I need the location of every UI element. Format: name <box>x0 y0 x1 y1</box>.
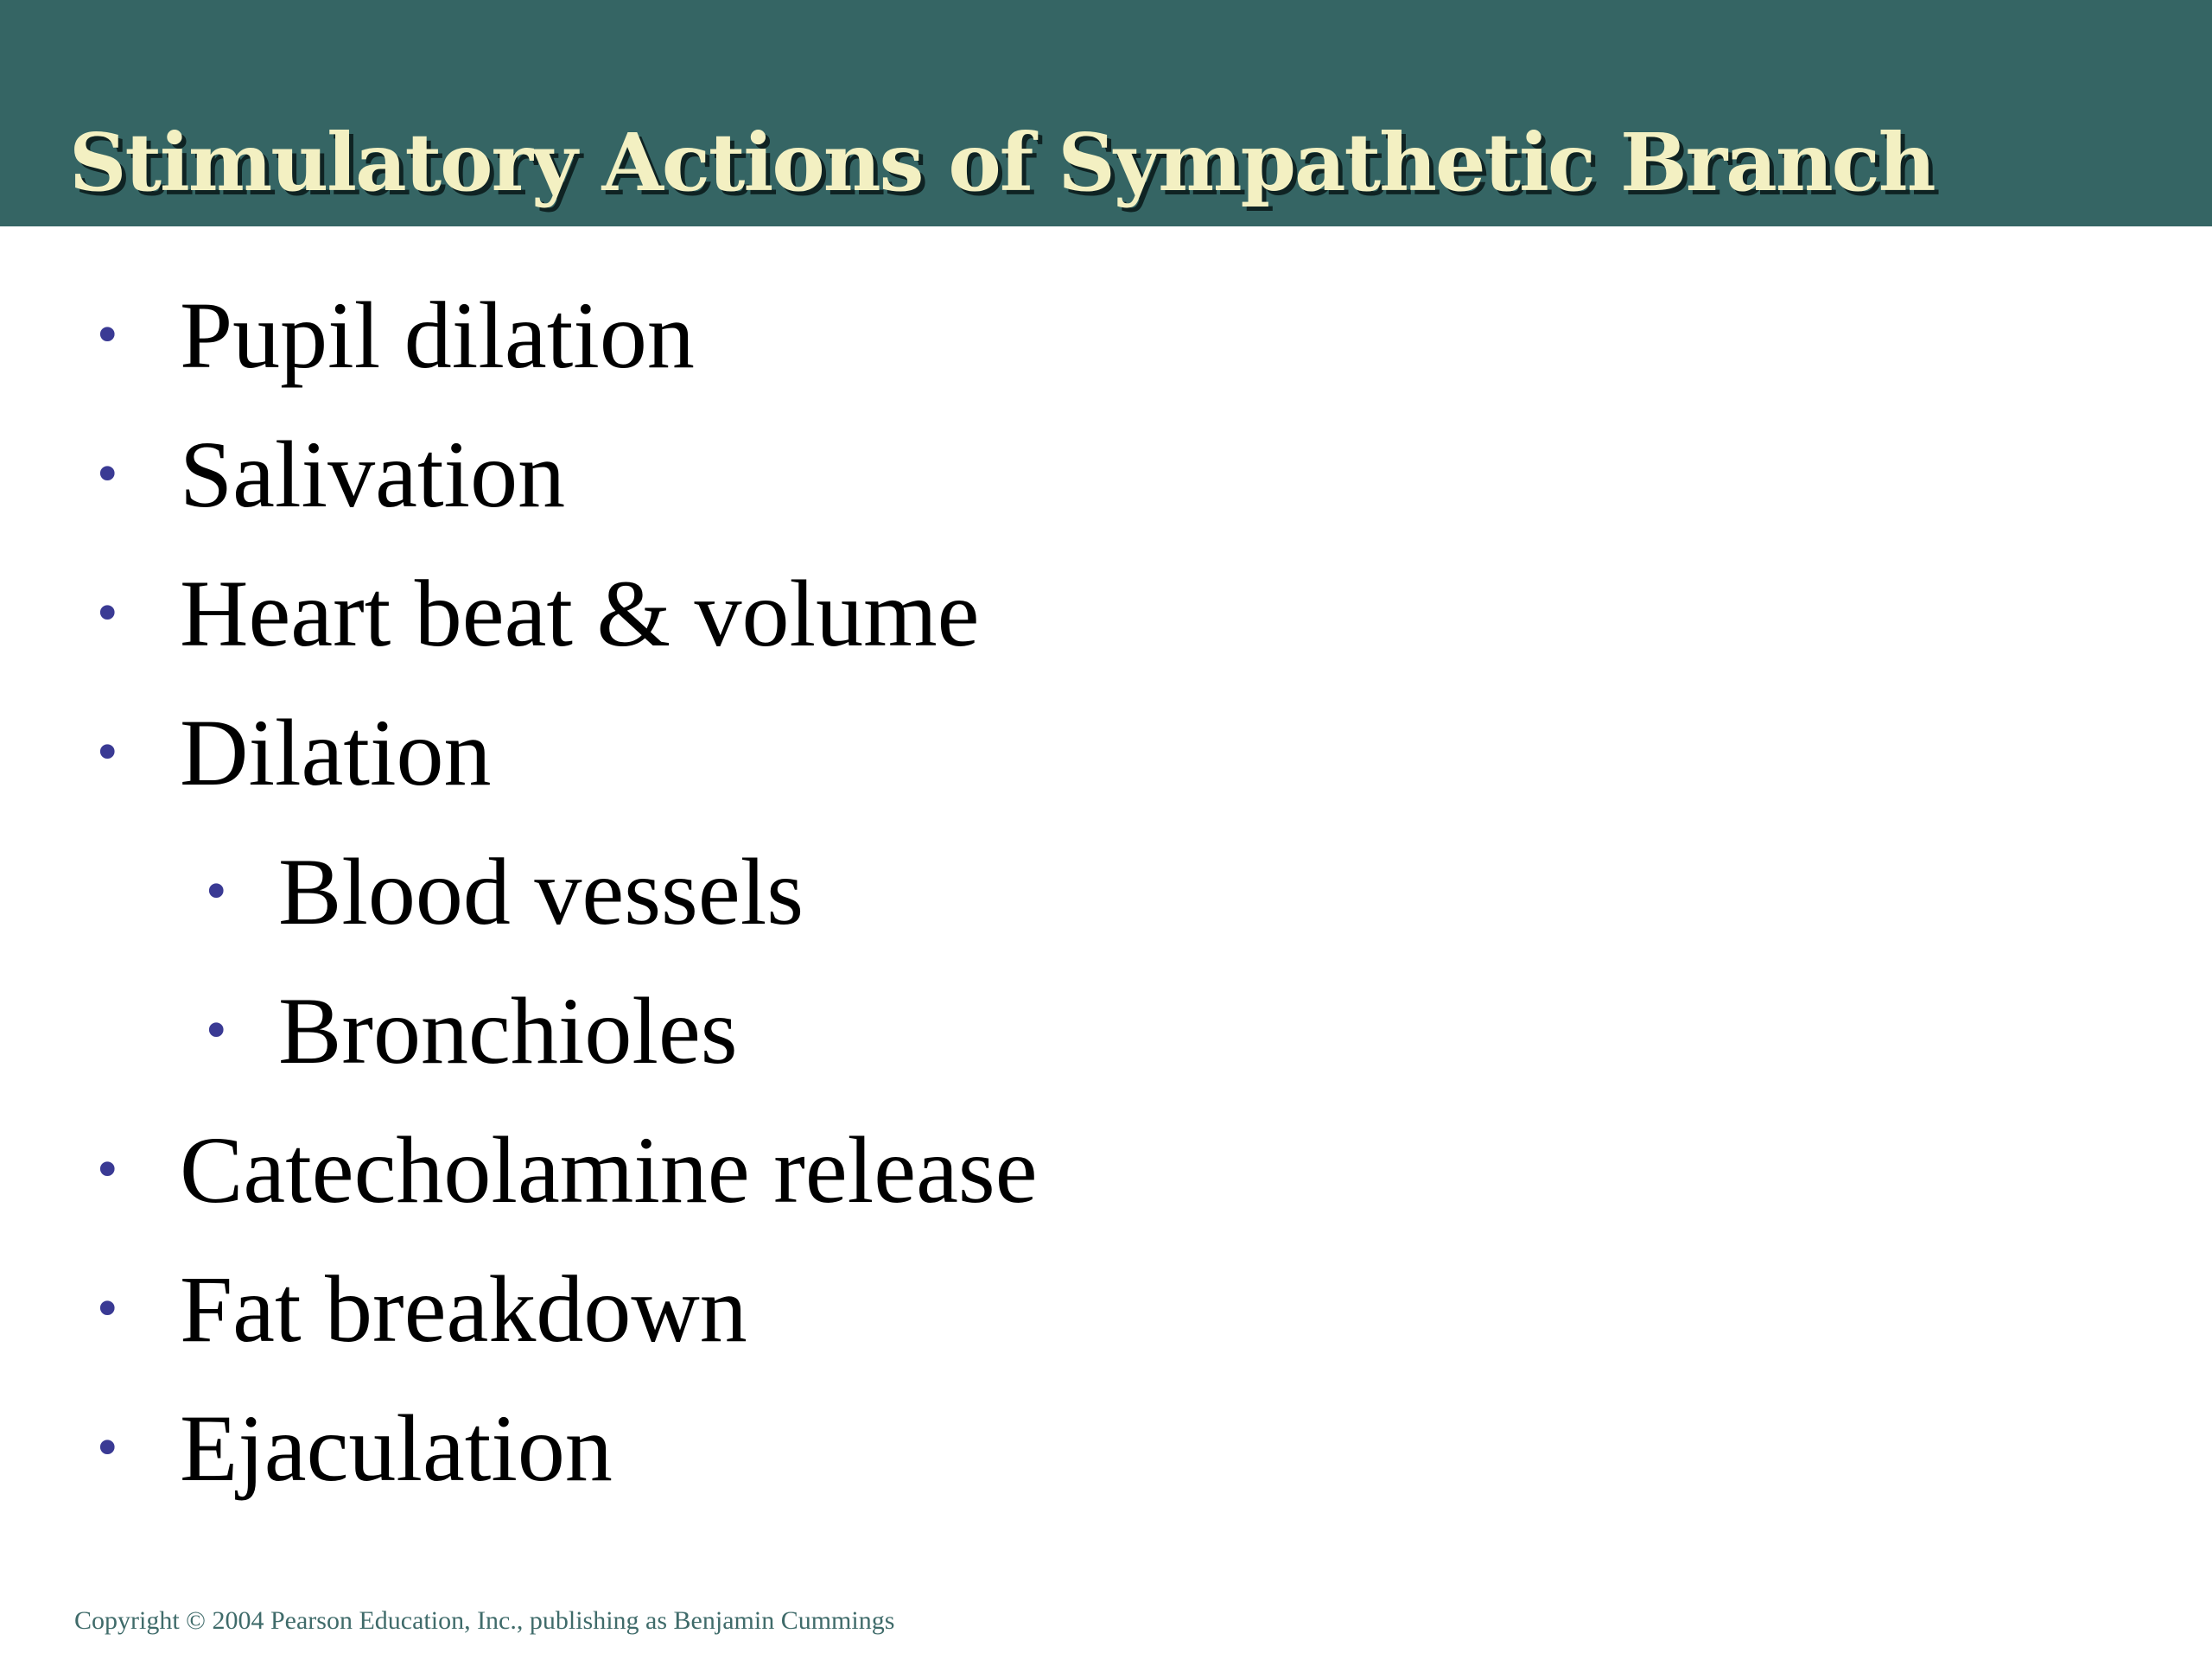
bullet-text: Ejaculation <box>180 1395 613 1501</box>
bullet-dot: • <box>206 997 227 1064</box>
bullet-item-fat-breakdown: • Fat breakdown <box>0 1249 2212 1388</box>
bullet-text: Heart beat & volume <box>180 561 980 666</box>
bullet-dot: • <box>97 1136 118 1203</box>
bullet-item-pupil-dilation: • Pupil dilation <box>0 275 2212 414</box>
bullet-text: Pupil dilation <box>180 283 695 388</box>
bullet-dot: • <box>206 858 227 925</box>
bullet-item-catecholamine-release: • Catecholamine release <box>0 1109 2212 1249</box>
bullet-text: Salivation <box>180 422 566 527</box>
bullet-dot: • <box>97 580 118 646</box>
bullet-dot: • <box>97 441 118 507</box>
bullet-item-heart-beat-volume: • Heart beat & volume <box>0 553 2212 692</box>
bullet-item-salivation: • Salivation <box>0 414 2212 553</box>
copyright-notice: Copyright © 2004 Pearson Education, Inc.… <box>74 1606 895 1635</box>
slide-title: Stimulatory Actions of Sympathetic Branc… <box>69 116 1936 209</box>
sub-bullet-item-blood-vessels: • Blood vessels <box>0 831 2212 970</box>
bullet-text: Bronchioles <box>278 978 738 1084</box>
bullet-text: Catecholamine release <box>180 1117 1038 1223</box>
bullet-text: Blood vessels <box>278 839 804 944</box>
bullet-list: • Pupil dilation • Salivation • Heart be… <box>0 275 2212 1527</box>
bullet-dot: • <box>97 302 118 368</box>
bullet-text: Dilation <box>180 700 492 805</box>
bullet-item-ejaculation: • Ejaculation <box>0 1388 2212 1527</box>
sub-bullet-item-bronchioles: • Bronchioles <box>0 970 2212 1109</box>
bullet-item-dilation: • Dilation <box>0 692 2212 831</box>
bullet-dot: • <box>97 1275 118 1342</box>
bullet-dot: • <box>97 1414 118 1481</box>
bullet-text: Fat breakdown <box>180 1256 747 1362</box>
bullet-dot: • <box>97 719 118 785</box>
title-bar <box>0 0 2212 226</box>
